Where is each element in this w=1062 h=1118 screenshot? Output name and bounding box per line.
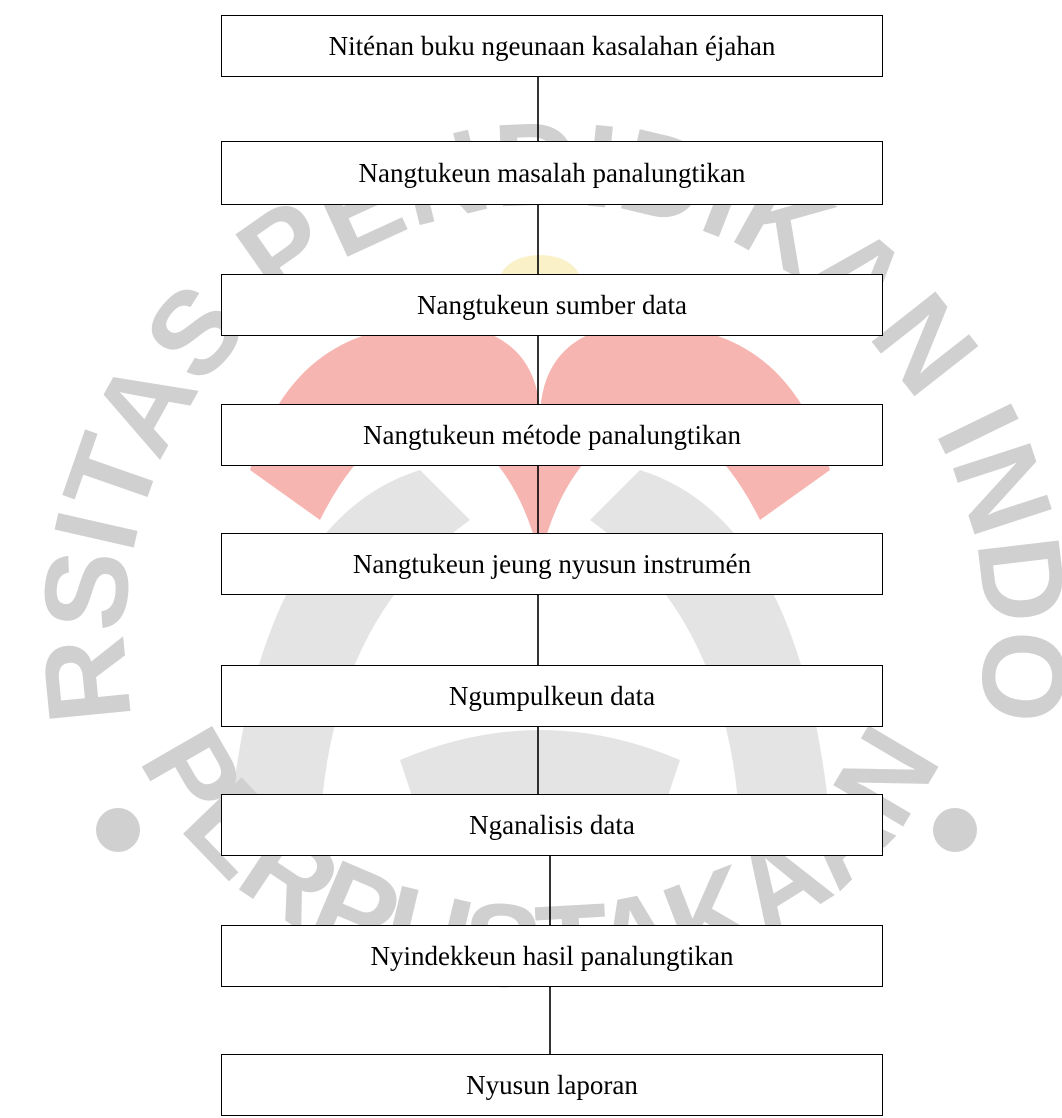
flow-step-label: Nangtukeun sumber data — [417, 289, 687, 320]
flow-step-label: Nyusun laporan — [466, 1069, 638, 1100]
flow-step-instrument: Nangtukeun jeung nyusun instrumén — [221, 533, 883, 595]
flow-step-write-report: Nyusun laporan — [221, 1054, 883, 1116]
flow-step-research-problem: Nangtukeun masalah panalungtikan — [221, 141, 883, 205]
flow-step-research-method: Nangtukeun métode panalungtikan — [221, 404, 883, 466]
flow-step-observe-books: Niténan buku ngeunaan kasalahan éjahan — [221, 15, 883, 77]
watermark-dot-left — [96, 808, 140, 852]
flow-step-label: Nangtukeun masalah panalungtikan — [358, 157, 746, 188]
flow-step-conclude-results: Nyindekkeun hasil panalungtikan — [221, 925, 883, 987]
watermark-dot-right — [933, 808, 977, 852]
flow-step-label: Nangtukeun jeung nyusun instrumén — [352, 548, 752, 579]
flow-step-label: Nganalisis data — [469, 809, 635, 840]
flow-step-label: Nangtukeun métode panalungtikan — [363, 419, 741, 450]
flow-step-label: Niténan buku ngeunaan kasalahan éjahan — [328, 30, 776, 61]
flow-step-label: Ngumpulkeun data — [448, 680, 656, 711]
flow-step-collect-data: Ngumpulkeun data — [221, 665, 883, 727]
flow-step-label: Nyindekkeun hasil panalungtikan — [370, 940, 734, 971]
flow-step-analyze-data: Nganalisis data — [221, 794, 883, 856]
flow-step-data-source: Nangtukeun sumber data — [221, 274, 883, 336]
